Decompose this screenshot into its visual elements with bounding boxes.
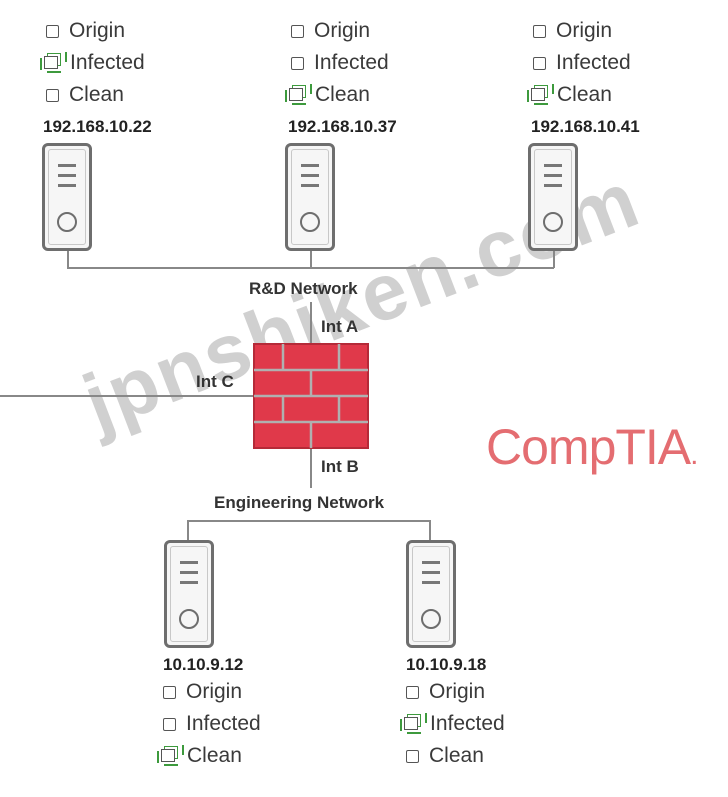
server-192-168-10-37[interactable]: [285, 143, 335, 251]
server-10-10-9-18[interactable]: [406, 540, 456, 648]
status-option-clean[interactable]: Clean: [285, 82, 370, 108]
status-option-label: Origin: [556, 19, 613, 42]
status-option-label: Infected: [314, 51, 389, 74]
int-c-link: [0, 395, 254, 397]
rd-drop-1: [67, 250, 69, 268]
status-option-label: Origin: [186, 680, 243, 703]
checkbox-selected-icon[interactable]: [527, 84, 555, 106]
eng-bus-line: [187, 520, 430, 522]
power-button-icon: [300, 212, 320, 232]
checkbox-selected-icon[interactable]: [157, 745, 185, 767]
checkbox-icon[interactable]: [533, 24, 546, 38]
power-button-icon: [57, 212, 77, 232]
server-10-10-9-12[interactable]: [164, 540, 214, 648]
host-ip-label: 192.168.10.41: [531, 117, 640, 136]
int-a-label: Int A: [321, 317, 359, 336]
checkbox-icon[interactable]: [291, 24, 304, 38]
status-option-infected[interactable]: Infected: [40, 50, 145, 76]
checkbox-icon[interactable]: [406, 685, 419, 699]
int-a-link: [310, 302, 312, 344]
host-ip-label: 192.168.10.22: [43, 117, 152, 136]
checkbox-icon[interactable]: [163, 685, 176, 699]
status-option-infected[interactable]: Infected: [527, 50, 631, 76]
server-192-168-10-41[interactable]: [528, 143, 578, 251]
checkbox-icon[interactable]: [163, 717, 176, 731]
rd-network-label: R&D Network: [249, 279, 358, 298]
eng-drop-2: [429, 520, 431, 542]
status-option-origin[interactable]: Origin: [400, 679, 485, 705]
status-option-origin[interactable]: Origin: [40, 18, 125, 44]
rd-drop-2: [310, 250, 312, 268]
status-option-label: Infected: [556, 51, 631, 74]
checkbox-icon[interactable]: [46, 24, 59, 38]
power-button-icon: [179, 609, 199, 629]
status-option-infected[interactable]: Infected: [285, 50, 389, 76]
status-option-label: Origin: [429, 680, 486, 703]
comptia-logo: CompTIA.: [486, 419, 699, 475]
status-option-clean[interactable]: Clean: [527, 82, 612, 108]
status-option-label: Clean: [557, 83, 612, 106]
checkbox-icon[interactable]: [533, 56, 546, 70]
engineering-network-label: Engineering Network: [214, 493, 385, 512]
int-b-label: Int B: [321, 457, 359, 476]
status-option-infected[interactable]: Infected: [400, 711, 505, 737]
int-c-label: Int C: [196, 372, 234, 391]
status-option-label: Clean: [429, 744, 484, 767]
checkbox-icon[interactable]: [291, 56, 304, 70]
status-option-origin[interactable]: Origin: [157, 679, 242, 705]
status-option-label: Clean: [69, 83, 124, 106]
status-option-clean[interactable]: Clean: [400, 743, 484, 769]
status-option-origin[interactable]: Origin: [285, 18, 370, 44]
status-option-label: Infected: [70, 51, 145, 74]
firewall-icon: [253, 343, 369, 449]
int-b-link: [310, 448, 312, 488]
checkbox-selected-icon[interactable]: [40, 52, 68, 74]
checkbox-selected-icon[interactable]: [400, 713, 428, 735]
status-option-label: Origin: [69, 19, 126, 42]
status-option-label: Infected: [430, 712, 505, 735]
power-button-icon: [421, 609, 441, 629]
checkbox-selected-icon[interactable]: [285, 84, 313, 106]
checkbox-icon[interactable]: [406, 749, 419, 763]
host-ip-label: 10.10.9.18: [406, 655, 487, 674]
power-button-icon: [543, 212, 563, 232]
status-option-label: Clean: [187, 744, 242, 767]
status-option-label: Origin: [314, 19, 371, 42]
checkbox-icon[interactable]: [46, 88, 59, 102]
host-ip-label: 10.10.9.12: [163, 655, 244, 674]
status-option-origin[interactable]: Origin: [527, 18, 612, 44]
eng-drop-1: [187, 520, 189, 542]
rd-drop-3: [553, 250, 555, 268]
status-option-clean[interactable]: Clean: [40, 82, 124, 108]
status-option-label: Infected: [186, 712, 261, 735]
status-option-clean[interactable]: Clean: [157, 743, 242, 769]
status-option-infected[interactable]: Infected: [157, 711, 261, 737]
status-option-label: Clean: [315, 83, 370, 106]
rd-bus-line: [67, 267, 554, 269]
host-ip-label: 192.168.10.37: [288, 117, 397, 136]
server-192-168-10-22[interactable]: [42, 143, 92, 251]
